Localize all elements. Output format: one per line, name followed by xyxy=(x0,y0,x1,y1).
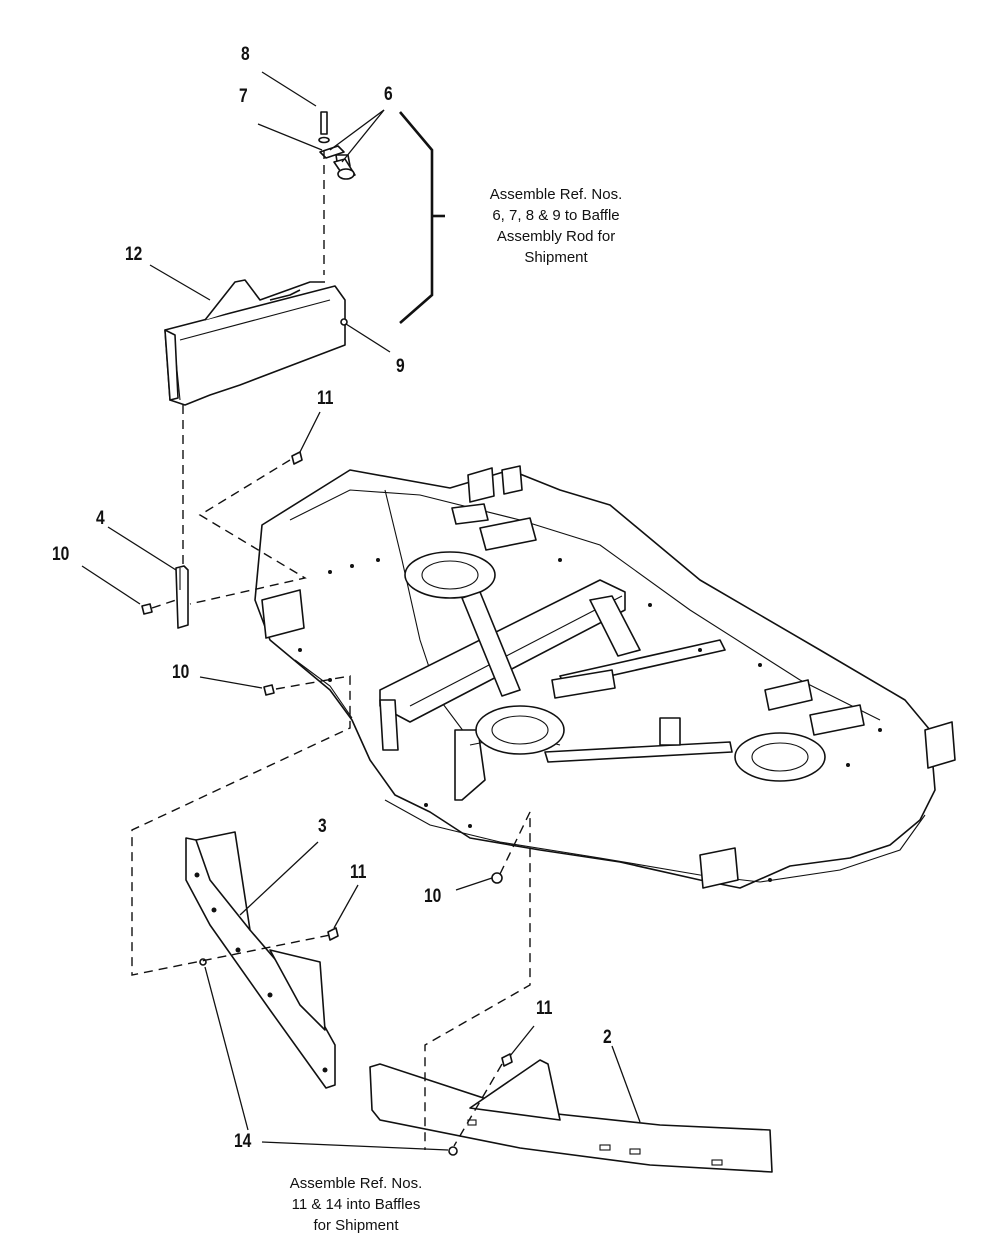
callout-12: 12 xyxy=(125,244,143,265)
note-top-line-4: Shipment xyxy=(524,249,588,266)
note-top-line-3: Assembly Rod for xyxy=(496,228,616,245)
callout-10-mid: 10 xyxy=(172,662,190,683)
callout-3: 3 xyxy=(318,816,327,837)
callout-2: 2 xyxy=(603,1027,612,1048)
callout-10-right: 10 xyxy=(424,886,442,907)
mower-deck xyxy=(254,465,956,889)
baffle-rod-assembly xyxy=(164,279,346,406)
baffle-3 xyxy=(185,831,336,1089)
callout-14: 14 xyxy=(234,1131,252,1152)
note-top-line-2: 6, 7, 8 & 9 to Baffle xyxy=(492,207,620,224)
note-baffles-shipment: Assemble Ref. Nos. 11 & 14 into Baffles … xyxy=(246,1173,466,1236)
pin-assembly xyxy=(318,111,356,180)
leader-lines xyxy=(81,71,641,1151)
note-bottom-line-3: for Shipment xyxy=(313,1217,399,1234)
note-top-line-1: Assemble Ref. Nos. xyxy=(489,186,623,203)
callout-10-left: 10 xyxy=(52,544,70,565)
callout-11-top: 11 xyxy=(317,388,334,409)
baffle-2 xyxy=(369,1059,773,1173)
assembly-lines xyxy=(131,150,531,1150)
callout-6: 6 xyxy=(384,84,393,105)
callout-7: 7 xyxy=(239,86,248,107)
note-baffle-assembly-shipment: Assemble Ref. Nos. 6, 7, 8 & 9 to Baffle… xyxy=(446,184,666,268)
callout-8: 8 xyxy=(241,44,250,65)
note-bottom-line-1: Assemble Ref. Nos. xyxy=(289,1175,423,1192)
note-bottom-line-2: 11 & 14 into Baffles xyxy=(291,1196,421,1213)
callout-9: 9 xyxy=(396,356,405,377)
bracket-4 xyxy=(175,565,189,629)
callout-11-mid: 11 xyxy=(350,862,367,883)
callout-4: 4 xyxy=(96,508,105,529)
deck-holes xyxy=(298,558,882,882)
callout-11-bottom: 11 xyxy=(536,998,553,1019)
